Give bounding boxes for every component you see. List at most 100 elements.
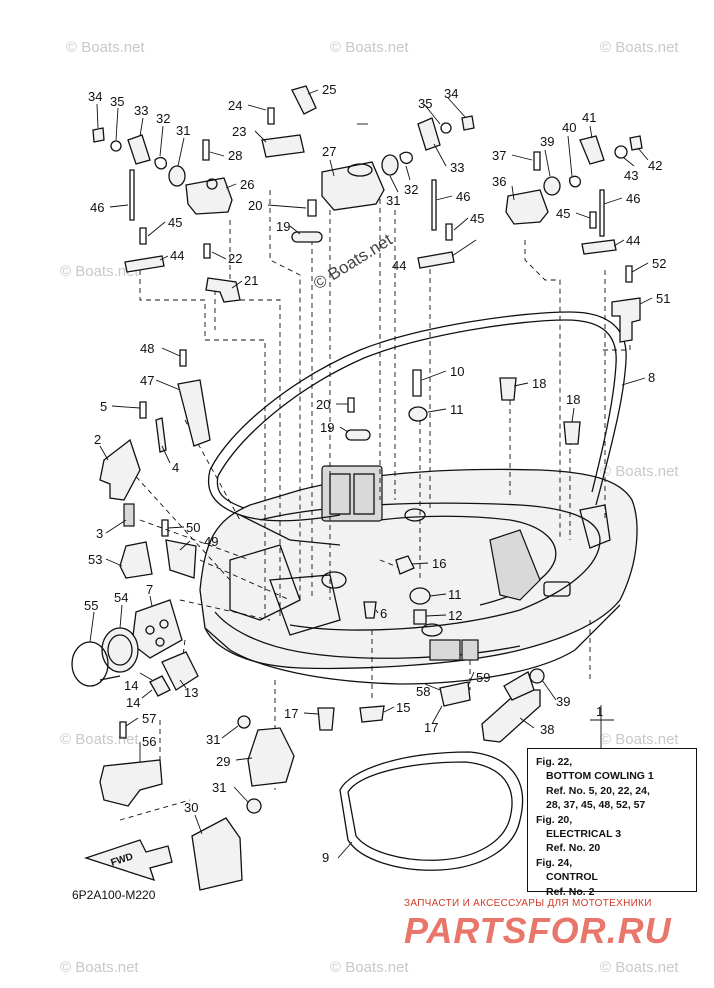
callout-55: 55 xyxy=(84,598,98,613)
watermark-text: © Boats.net xyxy=(600,39,679,56)
callout-37: 37 xyxy=(492,148,506,163)
callout-28: 28 xyxy=(228,148,242,163)
watermark-text: © Boats.net xyxy=(66,39,145,56)
callout-11-low: 11 xyxy=(448,587,462,602)
callout-49: 49 xyxy=(204,534,218,549)
callout-30: 30 xyxy=(184,800,198,815)
callout-44-left: 44 xyxy=(170,248,184,263)
callout-15: 15 xyxy=(396,700,410,715)
callout-35: 35 xyxy=(110,94,124,109)
watermark-text-center: © Boats.net xyxy=(310,230,396,293)
callout-21: 21 xyxy=(244,273,258,288)
callout-25: 25 xyxy=(322,82,336,97)
reference-note-line: 28, 37, 45, 48, 52, 57 xyxy=(546,799,646,812)
callout-31-low-b: 31 xyxy=(212,780,226,795)
callout-33: 33 xyxy=(134,103,148,118)
brand-tagline: ЗАПЧАСТИ И АКСЕССУАРЫ ДЛЯ МОТОТЕХНИКИ xyxy=(404,898,652,909)
callout-53: 53 xyxy=(88,552,102,567)
callout-57: 57 xyxy=(142,711,156,726)
callout-18-a: 18 xyxy=(532,376,546,391)
watermarks: © Boats.net © Boats.net © Boats.net © Bo… xyxy=(60,39,679,976)
callout-51: 51 xyxy=(656,291,670,306)
callout-31: 31 xyxy=(176,123,190,138)
callout-34-right: 34 xyxy=(444,86,458,101)
callout-9: 9 xyxy=(322,850,329,865)
callout-26: 26 xyxy=(240,177,254,192)
callout-43: 43 xyxy=(624,168,638,183)
callout-46-right: 46 xyxy=(626,191,640,206)
seal-rim xyxy=(207,311,627,546)
callout-16: 16 xyxy=(432,556,446,571)
callout-27: 27 xyxy=(322,144,336,159)
callout-50: 50 xyxy=(186,520,200,535)
callout-42: 42 xyxy=(648,158,662,173)
reference-note-line: Fig. 24, xyxy=(536,856,573,869)
callout-39-low: 39 xyxy=(556,694,570,709)
callout-44-right: 44 xyxy=(626,233,640,248)
parts xyxy=(71,85,643,891)
callout-56: 56 xyxy=(142,734,156,749)
callout-18-b: 18 xyxy=(566,392,580,407)
callout-7: 7 xyxy=(146,582,153,597)
watermark-text: © Boats.net xyxy=(60,731,139,748)
callout-58: 58 xyxy=(416,684,430,699)
callout-33-right: 33 xyxy=(450,160,464,175)
callout-2: 2 xyxy=(94,432,101,447)
callout-13: 13 xyxy=(184,685,198,700)
brand-logo: PARTSFOR.RU xyxy=(404,910,672,951)
callout-6: 6 xyxy=(380,606,387,621)
callout-31-right: 31 xyxy=(386,193,400,208)
watermark-text: © Boats.net xyxy=(60,263,139,280)
callout-20-mid: 20 xyxy=(316,397,330,412)
callout-47: 47 xyxy=(140,373,154,388)
callout-10: 10 xyxy=(450,364,464,379)
callout-44-mid: 44 xyxy=(392,258,406,273)
callout-17-a: 17 xyxy=(284,706,298,721)
callout-22: 22 xyxy=(228,251,242,266)
watermark-text: © Boats.net xyxy=(330,959,409,976)
callout-34: 34 xyxy=(88,89,102,104)
reference-note-line: Ref. No. 5, 20, 22, 24, xyxy=(546,784,650,797)
callout-39-top: 39 xyxy=(540,134,554,149)
callout-52: 52 xyxy=(652,256,666,271)
watermark-text: © Boats.net xyxy=(600,463,679,480)
callout-numbers: 34 35 33 32 31 28 26 24 23 25 27 20 19 4… xyxy=(84,82,670,865)
watermark-text: © Boats.net xyxy=(600,731,679,748)
callout-8: 8 xyxy=(648,370,655,385)
callout-29: 29 xyxy=(216,754,230,769)
callout-14-a: 14 xyxy=(124,678,138,693)
callout-32: 32 xyxy=(156,111,170,126)
reference-note-line: CONTROL xyxy=(546,871,598,884)
callout-3: 3 xyxy=(96,526,103,541)
callout-19-mid: 19 xyxy=(320,420,334,435)
callout-20-top: 20 xyxy=(248,198,262,213)
watermark-text: © Boats.net xyxy=(330,39,409,56)
diagram-code: 6P2A100-M220 xyxy=(72,888,156,902)
watermark-text: © Boats.net xyxy=(60,959,139,976)
callout-45-mid: 45 xyxy=(470,211,484,226)
callout-5: 5 xyxy=(100,399,107,414)
callout-4: 4 xyxy=(172,460,179,475)
callout-45-right: 45 xyxy=(556,206,570,221)
callout-23: 23 xyxy=(232,124,246,139)
callout-1: 1 xyxy=(596,704,603,719)
callout-45-left: 45 xyxy=(168,215,182,230)
callout-54: 54 xyxy=(114,590,128,605)
callout-48: 48 xyxy=(140,341,154,356)
reference-note-line: Ref. No. 2 xyxy=(546,885,595,898)
callout-46-left: 46 xyxy=(90,200,104,215)
callout-11-top: 11 xyxy=(450,402,464,417)
callout-46-mid: 46 xyxy=(456,189,470,204)
callout-19-top: 19 xyxy=(276,219,290,234)
reference-note-line: Ref. No. 20 xyxy=(546,842,601,855)
callout-40: 40 xyxy=(562,120,576,135)
bottom-cowling xyxy=(199,465,638,685)
reference-note-line: BOTTOM COWLING 1 xyxy=(546,770,654,783)
reference-note-line: ELECTRICAL 3 xyxy=(546,828,622,841)
leader-lines xyxy=(89,89,653,859)
callout-38: 38 xyxy=(540,722,554,737)
callout-17-b: 17 xyxy=(424,720,438,735)
callout-36: 36 xyxy=(492,174,506,189)
